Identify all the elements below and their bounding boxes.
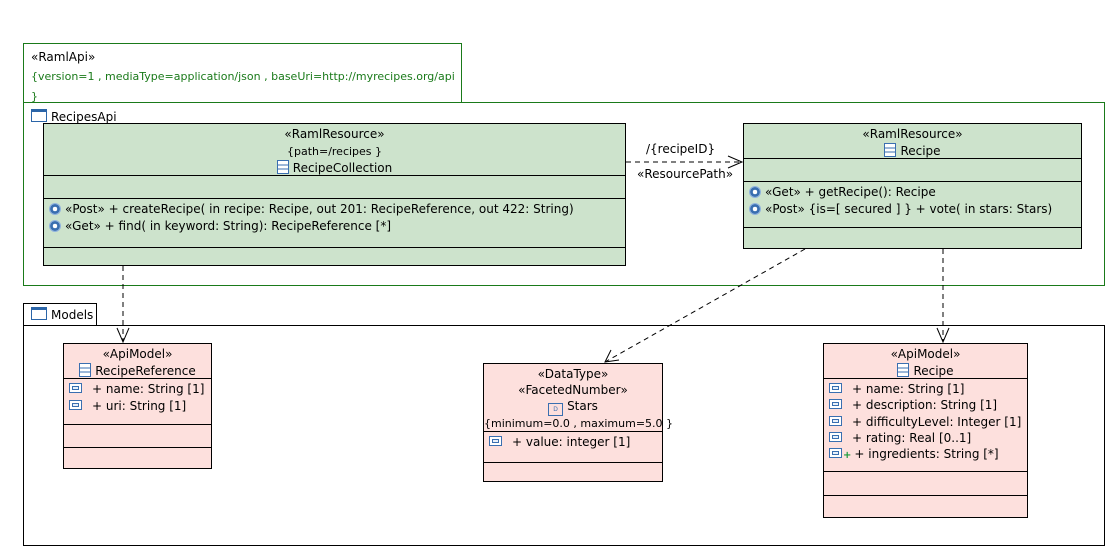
- nested-compartment: [744, 228, 1081, 248]
- api-stereotype: «RamlApi»: [31, 50, 96, 64]
- attributes-compartment: + name: String [1] + description: String…: [824, 379, 1027, 472]
- operation-icon: [49, 203, 61, 215]
- class-icon: [884, 143, 897, 157]
- property-icon: [829, 415, 842, 426]
- api-package-tab[interactable]: «RamlApi» {version=1 , mediaType=applica…: [23, 43, 462, 124]
- properties: {path=/recipes }: [286, 145, 383, 158]
- operations-compartment: [64, 425, 211, 448]
- stereotype: «RamlResource»: [862, 127, 963, 141]
- models-package-tab[interactable]: Models: [23, 303, 97, 326]
- attributes-compartment: + name: String [1] + uri: String [1]: [64, 379, 211, 425]
- attribute[interactable]: + uri: String [1]: [69, 398, 211, 415]
- operation-text: «Post» + createRecipe( in recipe: Recipe…: [65, 202, 574, 216]
- api-package-body[interactable]: [23, 102, 1105, 286]
- operations-compartment: «Get» + getRecipe(): Recipe «Post» {is=[…: [744, 182, 1081, 228]
- stereotype: «ApiModel»: [890, 347, 961, 361]
- stereotype: «RamlResource»: [284, 127, 385, 141]
- attribute-text: + name: String [1]: [92, 382, 205, 396]
- property-icon: [69, 400, 82, 410]
- attribute-text: + value: integer [1]: [512, 435, 631, 449]
- models-package-name: Models: [51, 308, 94, 322]
- plus-icon: +: [843, 450, 852, 462]
- recipe-model-class[interactable]: «ApiModel» Recipe + name: String [1] + d…: [823, 343, 1028, 518]
- operation-text: «Post» {is=[ secured ] } + vote( in star…: [765, 202, 1053, 216]
- class-name: RecipeCollection: [292, 161, 393, 175]
- property-icon: [829, 431, 842, 442]
- attribute-text: + ingredients: String [*]: [854, 447, 999, 462]
- operation-icon: [749, 186, 761, 198]
- nested-compartment: [824, 496, 1027, 517]
- attribute-text: + uri: String [1]: [92, 399, 187, 413]
- stereotype: «ApiModel»: [102, 347, 173, 361]
- attribute-text: + rating: Real [0..1]: [852, 430, 972, 445]
- api-properties: {version=1 , mediaType=application/json …: [31, 70, 455, 103]
- attribute[interactable]: + value: integer [1]: [489, 434, 662, 451]
- attributes-compartment: [744, 159, 1081, 182]
- multi-property-icon: [829, 448, 842, 459]
- operations-compartment: [484, 463, 662, 481]
- class-icon: [276, 160, 289, 174]
- operation-text: «Get» + getRecipe(): Recipe: [765, 185, 936, 199]
- datatype-icon: D: [548, 403, 564, 416]
- attribute-text: + name: String [1]: [852, 382, 965, 396]
- property-icon: [829, 383, 842, 393]
- attributes-compartment: + value: integer [1]: [484, 432, 662, 463]
- operation[interactable]: «Get» + find( in keyword: String): Recip…: [49, 218, 625, 235]
- nested-compartment: [64, 448, 211, 468]
- properties: {minimum=0.0 , maximum=5.0 }: [484, 417, 674, 430]
- operation[interactable]: «Post» {is=[ secured ] } + vote( in star…: [749, 201, 1081, 218]
- attribute[interactable]: + difficultyLevel: Integer [1]: [829, 414, 1027, 430]
- attribute[interactable]: + rating: Real [0..1]: [829, 430, 1027, 446]
- models-package-body[interactable]: [23, 325, 1105, 546]
- attribute[interactable]: + name: String [1]: [829, 381, 1027, 397]
- class-name: Recipe: [900, 144, 941, 158]
- operation-text: «Get» + find( in keyword: String): Recip…: [65, 219, 392, 233]
- operations-compartment: «Post» + createRecipe( in recipe: Recipe…: [44, 199, 625, 248]
- attributes-compartment: [44, 176, 625, 199]
- operation-icon: [749, 203, 761, 215]
- property-icon: [489, 436, 502, 446]
- folder-icon: [31, 307, 47, 320]
- recipe-collection-class[interactable]: «RamlResource» {path=/recipes } RecipeCo…: [43, 123, 626, 266]
- attribute-text: + description: String [1]: [852, 398, 998, 413]
- nested-compartment: [44, 248, 625, 266]
- operation-icon: [49, 220, 61, 232]
- class-icon: [897, 363, 910, 377]
- class-name: Recipe: [913, 364, 954, 378]
- stereotype: «FacetedNumber»: [518, 383, 628, 397]
- class-name: Stars: [567, 399, 598, 413]
- attribute-text: + difficultyLevel: Integer [1]: [852, 414, 1022, 429]
- recipe-reference-class[interactable]: «ApiModel» RecipeReference + name: Strin…: [63, 343, 212, 469]
- folder-icon: [31, 109, 47, 122]
- operation[interactable]: «Post» + createRecipe( in recipe: Recipe…: [49, 201, 625, 218]
- resource-path-stereotype: «ResourcePath»: [637, 167, 734, 181]
- operation[interactable]: «Get» + getRecipe(): Recipe: [749, 184, 1081, 201]
- api-package-name: RecipesApi: [51, 110, 117, 124]
- operations-compartment: [824, 472, 1027, 496]
- property-icon: [829, 399, 842, 410]
- attribute[interactable]: + description: String [1]: [829, 397, 1027, 413]
- class-icon: [79, 363, 92, 377]
- recipe-resource-class[interactable]: «RamlResource» Recipe «Get» + getRecipe(…: [743, 123, 1082, 249]
- attribute[interactable]: + name: String [1]: [69, 381, 211, 398]
- stereotype: «DataType»: [537, 367, 609, 381]
- class-name: RecipeReference: [95, 364, 196, 378]
- property-icon: [69, 383, 82, 393]
- attribute[interactable]: ++ ingredients: String [*]: [829, 446, 1027, 464]
- resource-path-label: /{recipeID}: [646, 142, 716, 156]
